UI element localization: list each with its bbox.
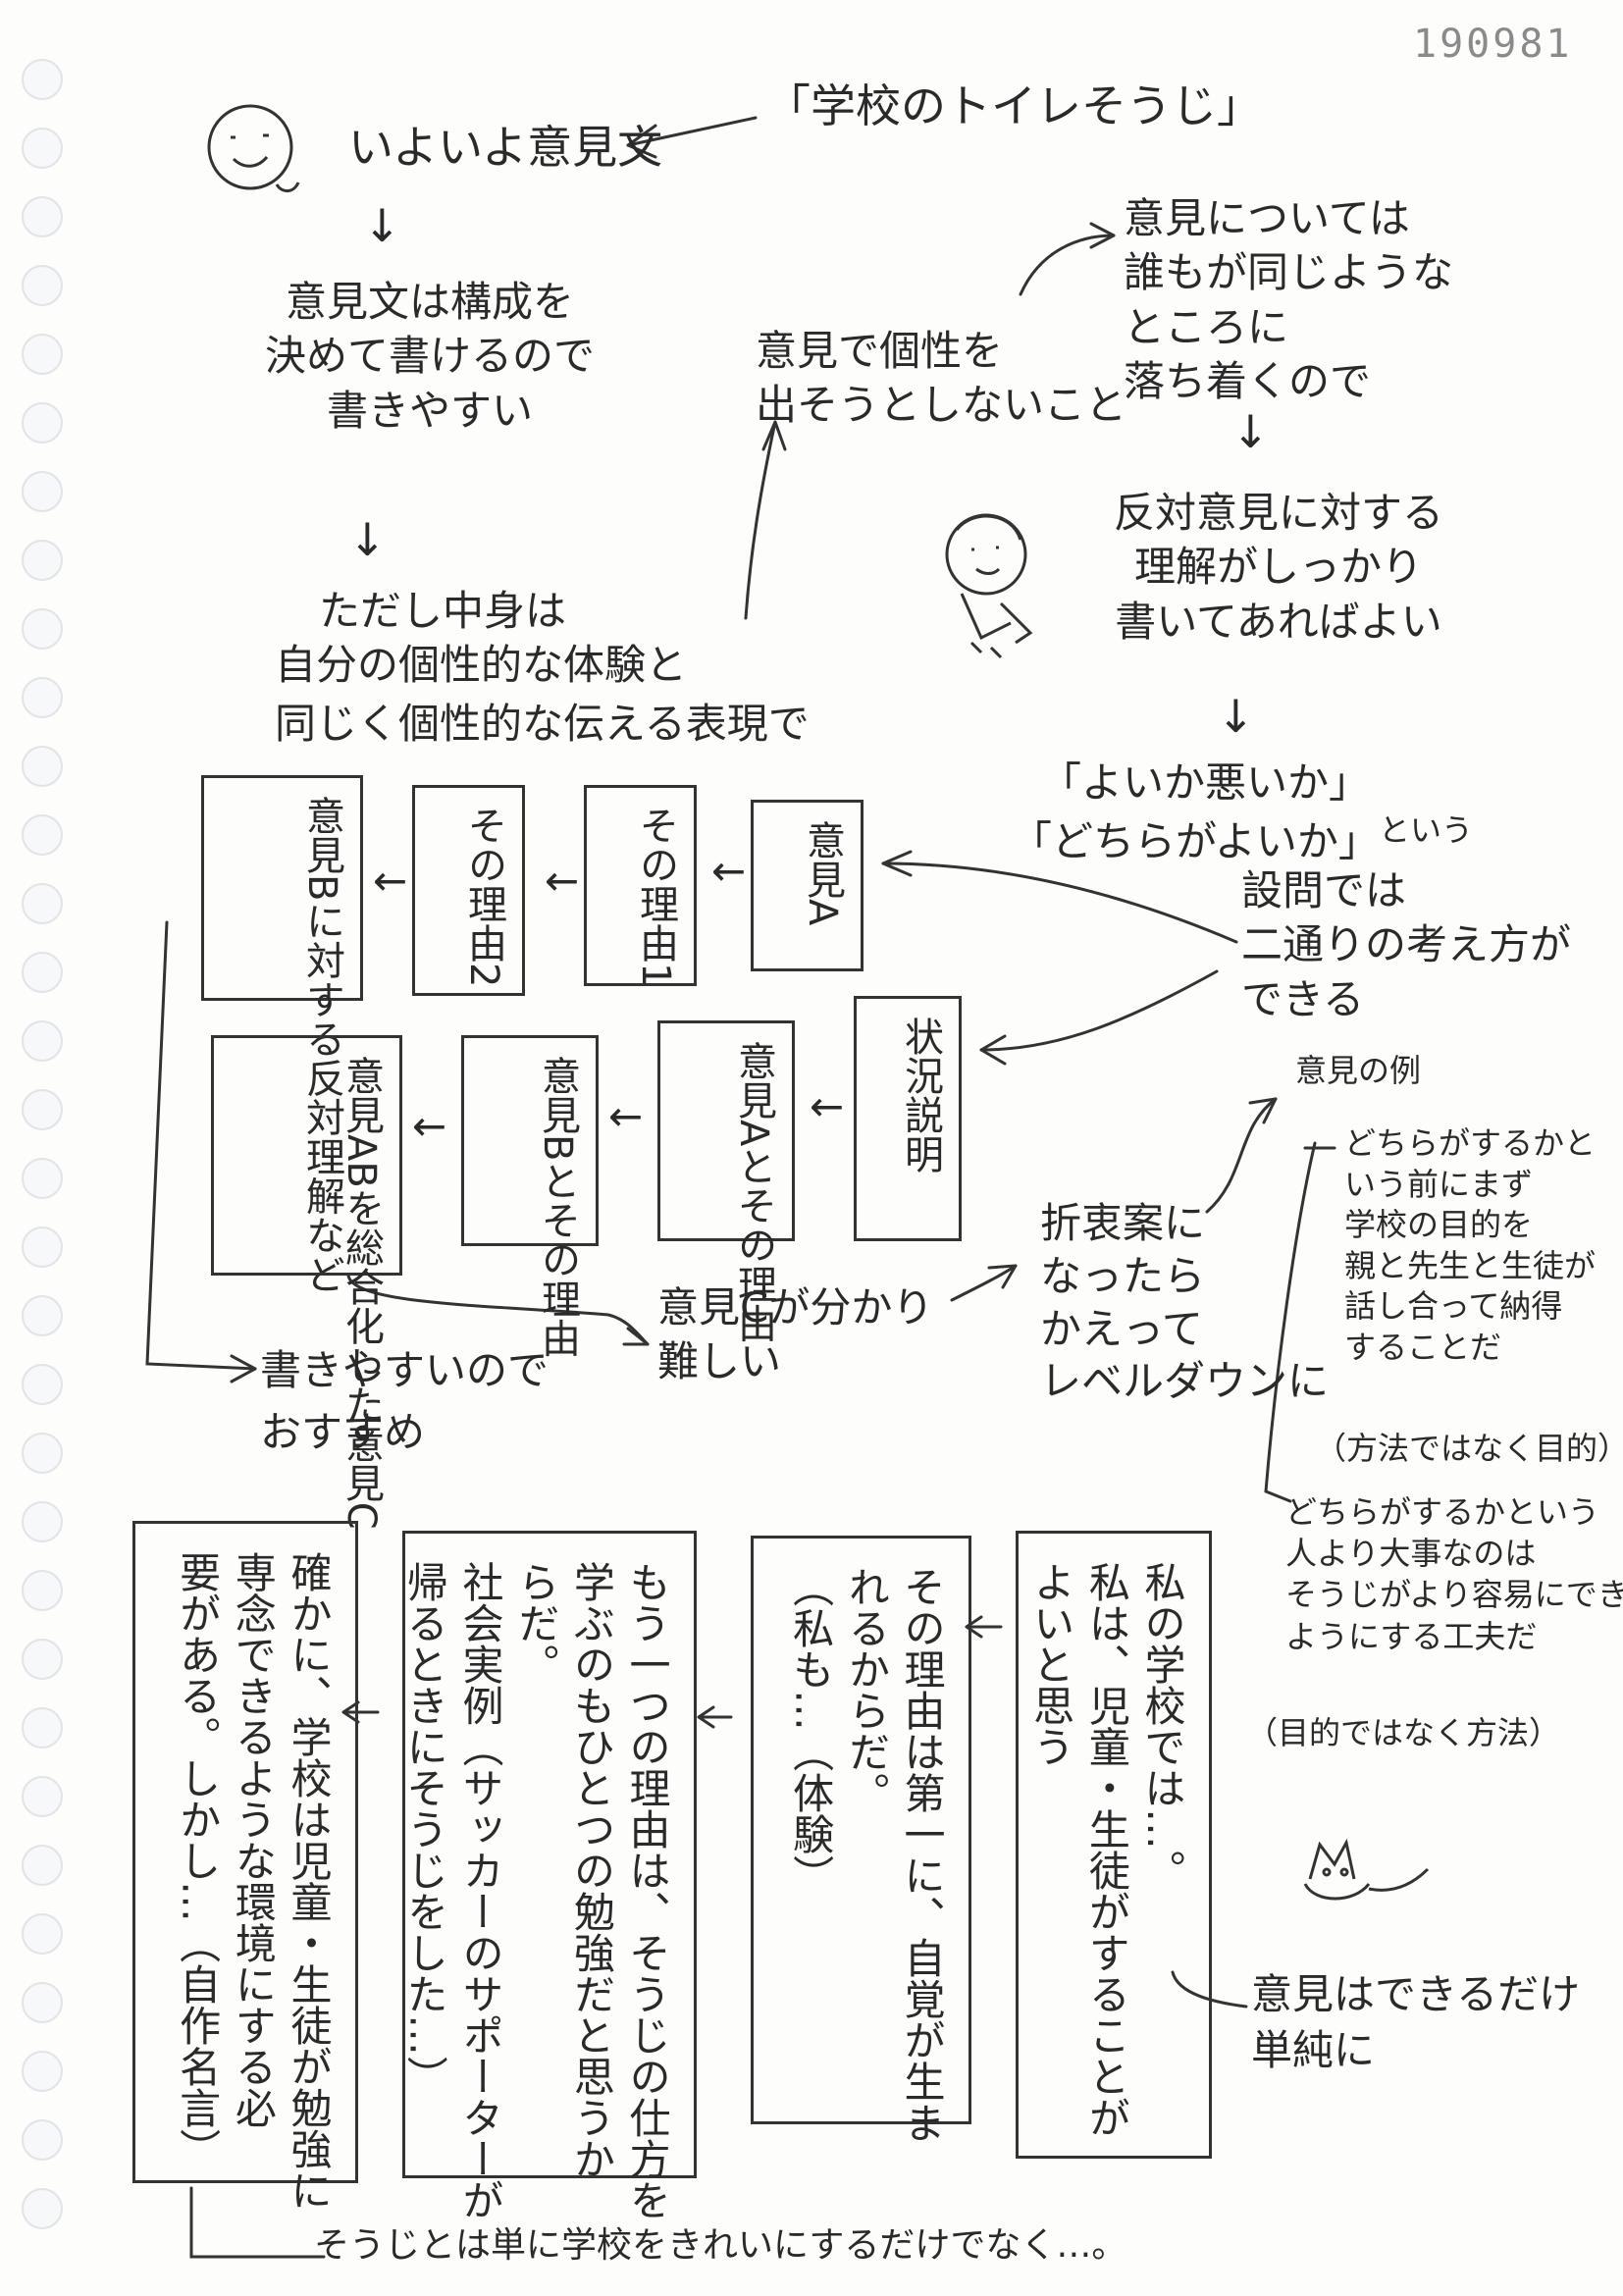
binder-hole [22, 196, 63, 237]
structure-b-box-1: 状況説明 [854, 996, 962, 1241]
left-flow-point-1: 意見文は構成を 決めて書けるので 書きやすい [265, 278, 596, 435]
structure-a-box-3: その理由2 [412, 785, 525, 996]
simplicity-note: 意見はできるだけ 単純に [1251, 1970, 1581, 2074]
essay-box-2: その理由は第一に、自覚が生ま れるからだ。 （私も…（体験） [751, 1536, 971, 2143]
footer-conclusion: そうじとは単に学校をきれいにするだけでなく…。 [314, 2225, 1127, 2266]
binder-hole [22, 1776, 63, 1817]
binder-hole [22, 814, 63, 856]
structure-b-box-2: 意見Aとその理由 [657, 1020, 795, 1343]
right-flow-point-2: 反対意見に対する 理解がしっかり 書いてあればよい [1114, 489, 1444, 646]
difficulty-note: 意見Cが分かり 難しい [657, 1283, 934, 1386]
binder-hole [22, 1707, 63, 1748]
binder-hole [22, 2188, 63, 2229]
essay-box-3: もう一つの理由は、そうじの仕方を 学ぶのもひとつの勉強だと思うか らだ。 社会実… [400, 1531, 697, 2220]
binder-hole [22, 471, 63, 512]
binder-hole [22, 1158, 63, 1199]
flow-arrow-down: ↓ [348, 513, 387, 566]
structure-b-box-4: 意見ABを総合化した意見C [211, 1035, 402, 1530]
left-flow-point-4: 同じく個性的な伝える表現で [275, 700, 810, 748]
binder-hole [22, 1845, 63, 1886]
essay-box-text-4: 確かに、学校は児童・生徒が勉強に 専念できるような環境にする必 要がある。しかし… [173, 1551, 333, 2211]
binder-hole [22, 540, 63, 581]
structure-a-text-2: その理由1 [633, 806, 678, 988]
document-id: 190981 [1413, 22, 1573, 67]
example-opinion-1: どちらがするかと いう前にまず 学校の目的を 親と先生と生徒が 話し合って納得 … [1344, 1124, 1597, 1366]
arrow-left: ← [412, 1102, 447, 1150]
arrow-left: ← [810, 1082, 845, 1130]
binder-hole [22, 402, 63, 444]
structure-a-text-3: その理由2 [461, 806, 506, 988]
binder-hole [22, 1020, 63, 1062]
binder-hole [22, 1982, 63, 2023]
right-flow-point-1: 意見については 誰もが同じような ところに 落ち着くので [1124, 194, 1454, 406]
structure-b-box-3: 意見Bとその理由 [461, 1035, 599, 1358]
binder-hole [22, 1295, 63, 1336]
flow-arrow-down: ↓ [1231, 405, 1270, 458]
center-note: 意見で個性を 出そうとしないこと [756, 327, 1127, 430]
page-heading: いよいよ意見文 [348, 121, 663, 174]
left-flow-point-3: 自分の個性的な体験と [275, 641, 688, 689]
binder-hole [22, 1913, 63, 1955]
right-flow-point-3c: という [1379, 811, 1474, 849]
binder-hole [22, 128, 63, 169]
right-flow-point-3a: 「よいか悪いか」 [1040, 758, 1371, 807]
right-flow-point-3b: 「どちらがよいか」 [1011, 817, 1380, 865]
binder-hole [22, 2051, 63, 2092]
binder-hole [22, 2119, 63, 2161]
binder-hole [22, 677, 63, 718]
left-flow-point-2: ただし中身は [319, 587, 567, 635]
example-opinion-1-note: （方法ではなく目的） [1315, 1430, 1623, 1467]
essay-box-text-1: 私の学校では…。 私は、児童・生徒がすることが よいと思う [1026, 1561, 1186, 2138]
structure-b-text-4: 意見ABを総合化した意見C [339, 1056, 384, 1530]
arrow-left: ← [373, 857, 408, 905]
structure-b-text-2: 意見Aとその理由 [731, 1041, 776, 1343]
binder-hole [22, 334, 63, 375]
example-opinion-2-note: （目的ではなく方法） [1246, 1714, 1561, 1751]
binder-hole [22, 1089, 63, 1130]
binder-hole [22, 608, 63, 650]
example-label: 意見の例 [1295, 1052, 1422, 1089]
binder-hole [22, 746, 63, 787]
essay-box-4: 確かに、学校は児童・生徒が勉強に 専念できるような環境にする必 要がある。しかし… [132, 1521, 358, 2211]
binder-hole [22, 59, 63, 100]
binder-hole [22, 1226, 63, 1268]
example-opinion-2: どちらがするかという 人より大事なのは そうじがより容易にできる ようにする工夫… [1285, 1493, 1623, 1655]
binder-hole [22, 1433, 63, 1474]
structure-a-box-1: 意見A [751, 800, 864, 971]
binder-hole [22, 265, 63, 306]
structure-a-text-1: 意見A [800, 820, 845, 926]
compromise-note: 折衷案に なったら かえって レベルダウンに [1040, 1199, 1330, 1406]
structure-b-text-1: 状況説明 [898, 1017, 943, 1174]
flow-arrow-down: ↓ [1217, 690, 1255, 743]
structure-a-box-2: その理由1 [584, 785, 697, 988]
binder-hole [22, 952, 63, 993]
essay-title: 「学校のトイレそうじ」 [765, 79, 1262, 132]
essay-box-text-2: その理由は第一に、自覚が生ま れるからだ。 （私も…（体験） [786, 1566, 946, 2143]
recommend-note: 書きやすいので おすすめ [260, 1346, 550, 1456]
structure-a-box-4: 意見Bに対する反対理解など [201, 775, 363, 1294]
binder-hole [22, 883, 63, 924]
binder-hole [22, 1639, 63, 1680]
structure-a-text-4: 意見Bに対する反対理解など [299, 796, 344, 1294]
essay-box-1: 私の学校では…。 私は、児童・生徒がすることが よいと思う [1016, 1531, 1212, 2159]
arrow-left: ← [608, 1092, 644, 1140]
arrow-left: ← [711, 847, 747, 895]
binder-hole [22, 1364, 63, 1405]
binder-hole [22, 1501, 63, 1542]
right-flow-point-4: 設問では 二通りの考え方が できる [1241, 866, 1572, 1023]
essay-box-text-3: もう一つの理由は、そうじの仕方を 学ぶのもひとつの勉強だと思うか らだ。 社会実… [400, 1561, 671, 2220]
structure-b-text-3: 意見Bとその理由 [535, 1056, 580, 1358]
arrow-left: ← [545, 857, 580, 905]
binder-hole [22, 1570, 63, 1611]
flow-arrow-down: ↓ [363, 199, 401, 252]
